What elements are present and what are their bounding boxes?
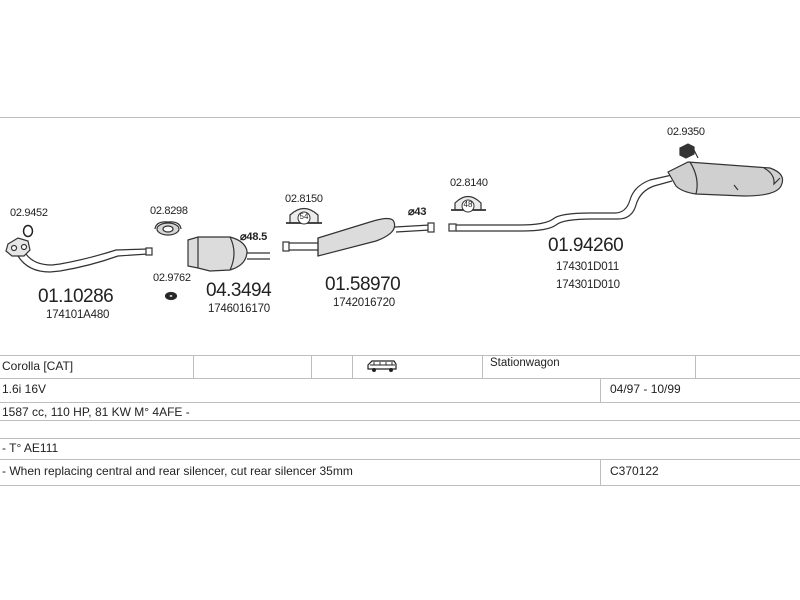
front-clamp-shape bbox=[22, 224, 34, 238]
rear-silencer-code: 01.94260 bbox=[548, 235, 624, 256]
gasket-lower-shape bbox=[164, 291, 178, 301]
rear-silencer-ref-2: 174301D010 bbox=[556, 279, 620, 291]
hanger-code: 02.9350 bbox=[667, 126, 705, 138]
clamp-mid-code: 02.8150 bbox=[285, 193, 323, 205]
catalyst-diameter: ⌀48.5 bbox=[240, 231, 268, 243]
top-border bbox=[0, 117, 800, 118]
type-code-cell: - T° AE111 bbox=[2, 441, 59, 455]
front-pipe-shape bbox=[5, 237, 153, 273]
rear-silencer-ref-1: 174301D011 bbox=[556, 261, 620, 273]
note-cell: - When replacing central and rear silenc… bbox=[2, 464, 353, 478]
body-type-cell: Stationwagon bbox=[490, 357, 560, 369]
rear-silencer-shape bbox=[448, 161, 784, 232]
catalyst-code: 04.3494 bbox=[206, 280, 272, 301]
gasket-upper-code: 02.8298 bbox=[150, 205, 188, 217]
front-pipe-code: 01.10286 bbox=[38, 286, 114, 307]
catalyst-ref: 1746016170 bbox=[208, 303, 270, 315]
period-cell: 04/97 - 10/99 bbox=[610, 382, 681, 396]
station-wagon-icon bbox=[366, 359, 398, 378]
hanger-shape bbox=[679, 143, 699, 159]
specs-cell: 1587 cc, 110 HP, 81 KW M° 4AFE - bbox=[2, 405, 190, 419]
center-silencer-code: 01.58970 bbox=[325, 274, 401, 295]
center-silencer-diameter: ⌀43 bbox=[408, 206, 427, 218]
catalyst-shape bbox=[187, 236, 270, 272]
center-silencer-ref: 1742016720 bbox=[333, 297, 395, 309]
note-code-cell: C370122 bbox=[610, 464, 659, 478]
clamp-rear-code: 02.8140 bbox=[450, 177, 488, 189]
front-clamp-code: 02.9452 bbox=[10, 207, 48, 219]
front-pipe-ref: 174101A480 bbox=[46, 309, 110, 321]
model-cell: Corolla [CAT] bbox=[2, 359, 74, 373]
gasket-upper-shape bbox=[154, 221, 182, 236]
engine-cell: 1.6i 16V bbox=[2, 382, 47, 396]
clamp-mid-size: 54 bbox=[299, 212, 309, 221]
gasket-lower-code: 02.9762 bbox=[153, 272, 191, 284]
center-silencer-shape bbox=[282, 217, 435, 257]
exhaust-diagram bbox=[5, 143, 784, 301]
clamp-rear-size: 48 bbox=[463, 200, 473, 209]
